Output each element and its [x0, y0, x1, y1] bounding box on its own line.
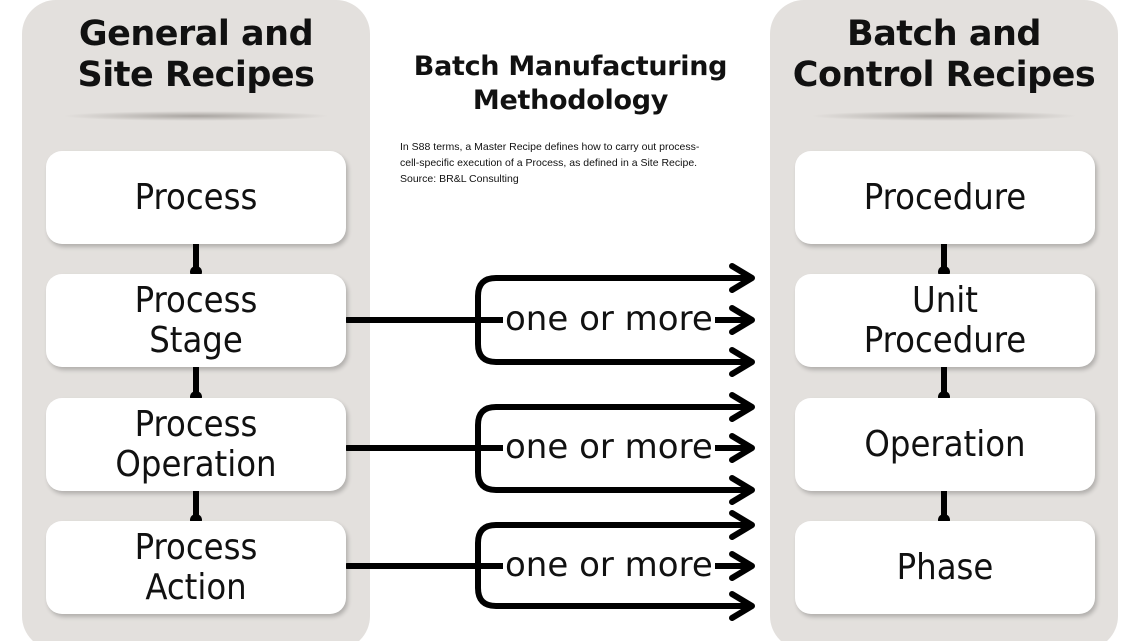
right-panel-title-line2: Control Recipes [792, 55, 1096, 95]
left-box-process-stage-line2: Stage [149, 319, 243, 361]
right-box-procedure: Procedure [795, 151, 1095, 244]
right-box-phase: Phase [795, 521, 1095, 614]
connector-1-label: one or more [503, 299, 715, 339]
left-box-process-action: Process Action [46, 521, 346, 614]
right-box-operation-line1: Operation [864, 423, 1026, 465]
connector-2-label: one or more [503, 427, 715, 467]
diagram-caption: In S88 terms, a Master Recipe defines ho… [400, 139, 750, 187]
right-panel-divider-shadow [810, 111, 1078, 121]
left-panel-divider-shadow [62, 111, 330, 121]
right-box-phase-line1: Phase [896, 546, 994, 588]
left-panel-title: General and Site Recipes [22, 14, 370, 96]
left-panel-title-line2: Site Recipes [77, 55, 315, 95]
left-box-process-action-line2: Action [145, 566, 247, 608]
right-panel-title: Batch and Control Recipes [770, 14, 1118, 96]
right-box-operation: Operation [795, 398, 1095, 491]
left-box-process-line1: Process [134, 176, 258, 218]
connector-3-lines [344, 510, 755, 621]
right-box-procedure-line1: Procedure [863, 176, 1027, 218]
caption-line1: In S88 terms, a Master Recipe defines ho… [400, 141, 700, 153]
right-box-unit-procedure: Unit Procedure [795, 274, 1095, 367]
left-box-process-operation: Process Operation [46, 398, 346, 491]
connector-3-label: one or more [503, 545, 715, 585]
diagram-title: Batch Manufacturing Methodology [398, 50, 743, 118]
left-box-process-action-line1: Process [134, 526, 258, 568]
diagram-title-line1: Batch Manufacturing [413, 51, 728, 82]
diagram-title-line2: Methodology [472, 85, 669, 116]
right-box-unit-procedure-line1: Unit [912, 279, 978, 321]
right-panel-title-line1: Batch and [847, 14, 1041, 54]
caption-source: Source: BR&L Consulting [400, 173, 519, 185]
left-box-process-operation-line2: Operation [115, 443, 277, 485]
caption-line2: cell-specific execution of a Process, as… [400, 157, 698, 169]
left-box-process-stage-line1: Process [134, 279, 258, 321]
right-box-unit-procedure-line2: Procedure [863, 319, 1027, 361]
left-box-process-stage: Process Stage [46, 274, 346, 367]
left-panel-title-line1: General and [78, 14, 314, 54]
connector-2-lines [344, 392, 755, 505]
left-box-process-operation-line1: Process [134, 403, 258, 445]
left-box-process: Process [46, 151, 346, 244]
